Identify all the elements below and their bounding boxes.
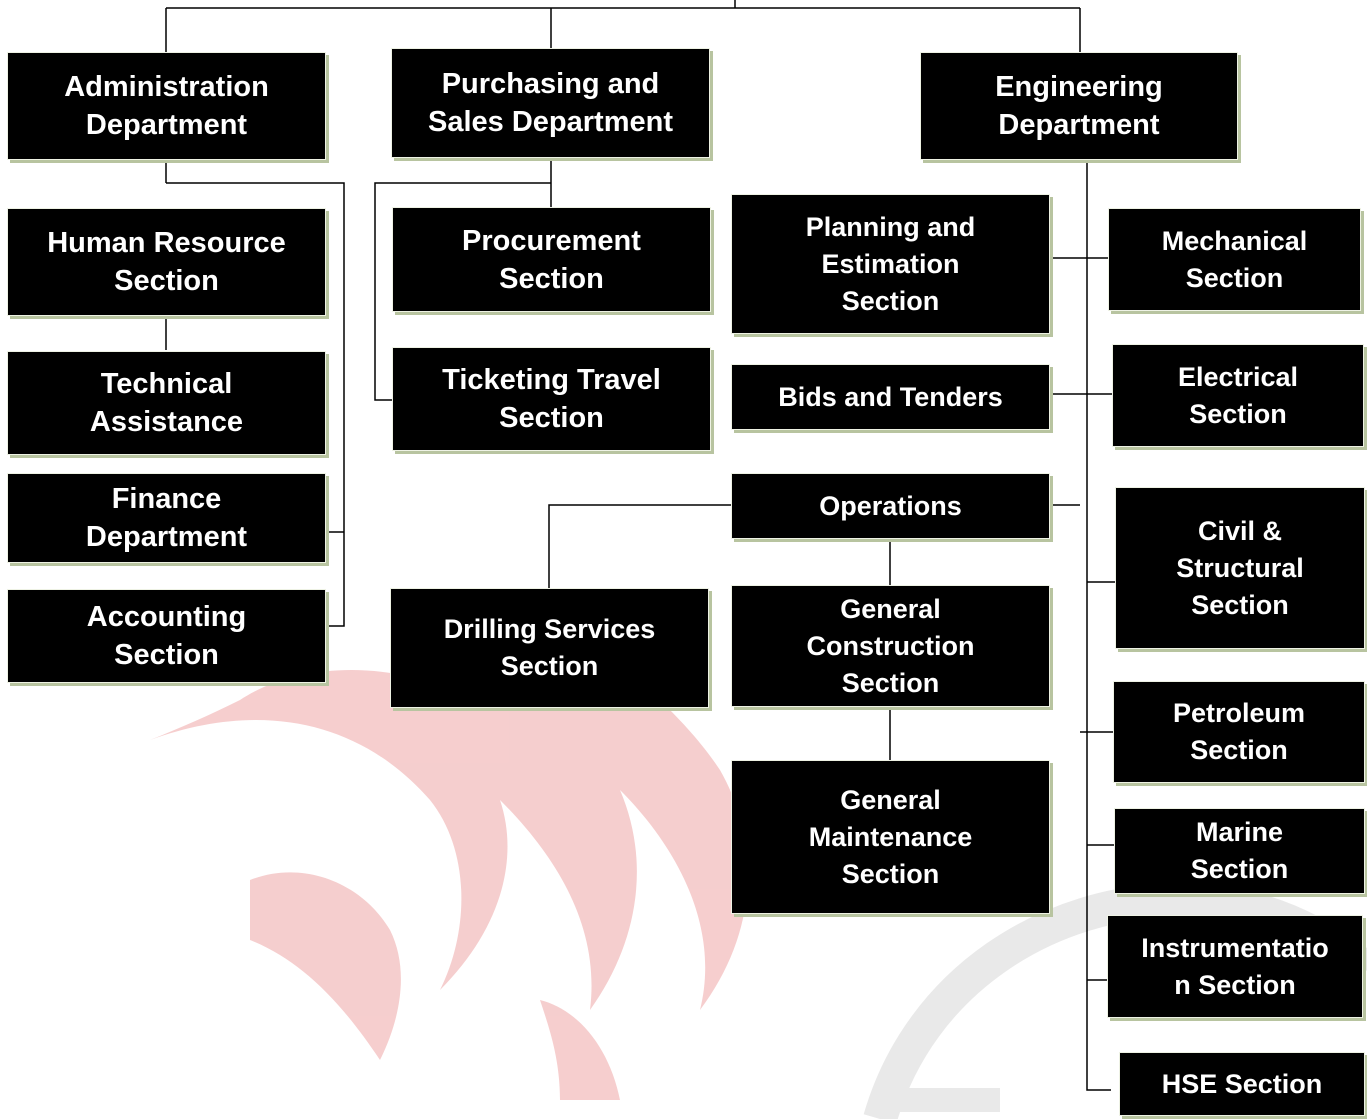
marine-section-box[interactable]: Marine Section	[1114, 808, 1365, 894]
drilling-services-section-box[interactable]: Drilling Services Section	[390, 588, 709, 708]
petroleum-section-box[interactable]: Petroleum Section	[1113, 681, 1365, 783]
operations-box[interactable]: Operations	[731, 473, 1050, 539]
planning-estimation-section-box[interactable]: Planning and Estimation Section	[731, 194, 1050, 334]
procurement-section-box[interactable]: Procurement Section	[392, 207, 711, 312]
hse-section-box[interactable]: HSE Section	[1119, 1052, 1365, 1116]
civil-structural-section-box[interactable]: Civil & Structural Section	[1115, 487, 1365, 649]
general-maintenance-section-box[interactable]: General Maintenance Section	[731, 760, 1050, 914]
accounting-section-box[interactable]: Accounting Section	[7, 589, 326, 683]
administration-department-box[interactable]: Administration Department	[7, 52, 326, 160]
technical-assistance-box[interactable]: Technical Assistance	[7, 351, 326, 455]
ticketing-travel-section-box[interactable]: Ticketing Travel Section	[392, 347, 711, 451]
bids-tenders-box[interactable]: Bids and Tenders	[731, 364, 1050, 430]
instrumentation-section-box[interactable]: Instrumentatio n Section	[1107, 915, 1363, 1018]
human-resource-section-box[interactable]: Human Resource Section	[7, 208, 326, 316]
general-construction-section-box[interactable]: General Construction Section	[731, 585, 1050, 707]
mechanical-section-box[interactable]: Mechanical Section	[1108, 208, 1361, 311]
purchasing-sales-department-box[interactable]: Purchasing and Sales Department	[391, 48, 710, 158]
watermark-flame-shape	[150, 662, 748, 1100]
electrical-section-box[interactable]: Electrical Section	[1112, 344, 1364, 447]
finance-department-box[interactable]: Finance Department	[7, 473, 326, 563]
engineering-department-box[interactable]: Engineering Department	[920, 52, 1238, 160]
